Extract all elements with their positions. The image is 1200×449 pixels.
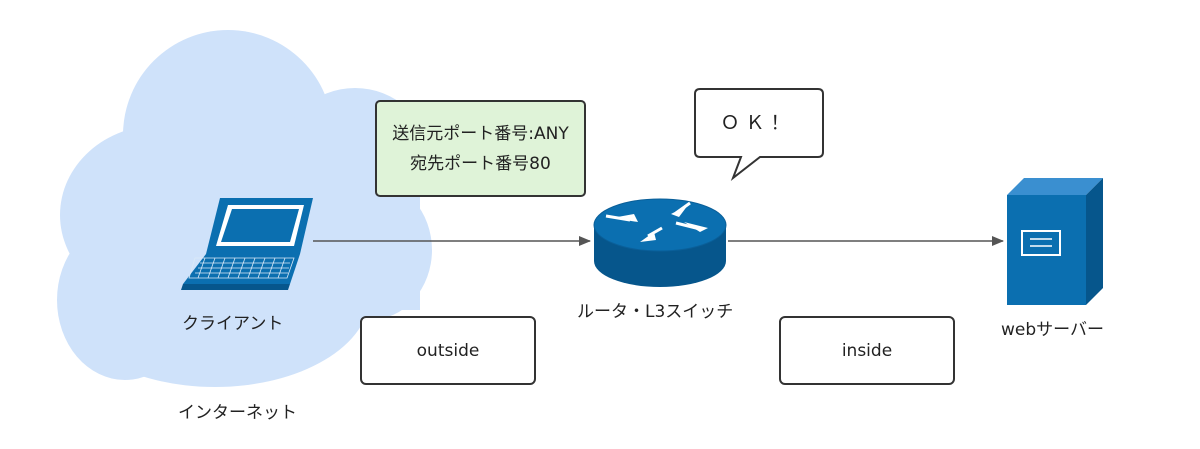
server-icon xyxy=(1007,178,1103,305)
client-label: クライアント xyxy=(182,314,284,334)
port-rule-note: 送信元ポート番号:ANY 宛先ポート番号80 xyxy=(375,100,586,197)
inside-zone-box: inside xyxy=(779,316,955,385)
internet-label: インターネット xyxy=(178,403,297,423)
note-line-dest-port: 宛先ポート番号80 xyxy=(410,153,551,174)
ok-speech-bubble xyxy=(694,88,824,181)
outside-zone-box: outside xyxy=(360,316,536,385)
bubble-text: ＯＫ！ xyxy=(720,112,796,134)
laptop-icon xyxy=(181,198,313,290)
server-label: webサーバー xyxy=(1001,320,1104,340)
router-label: ルータ・L3スイッチ xyxy=(577,302,734,322)
router-icon xyxy=(593,198,727,287)
note-line-source-port: 送信元ポート番号:ANY xyxy=(392,123,569,144)
